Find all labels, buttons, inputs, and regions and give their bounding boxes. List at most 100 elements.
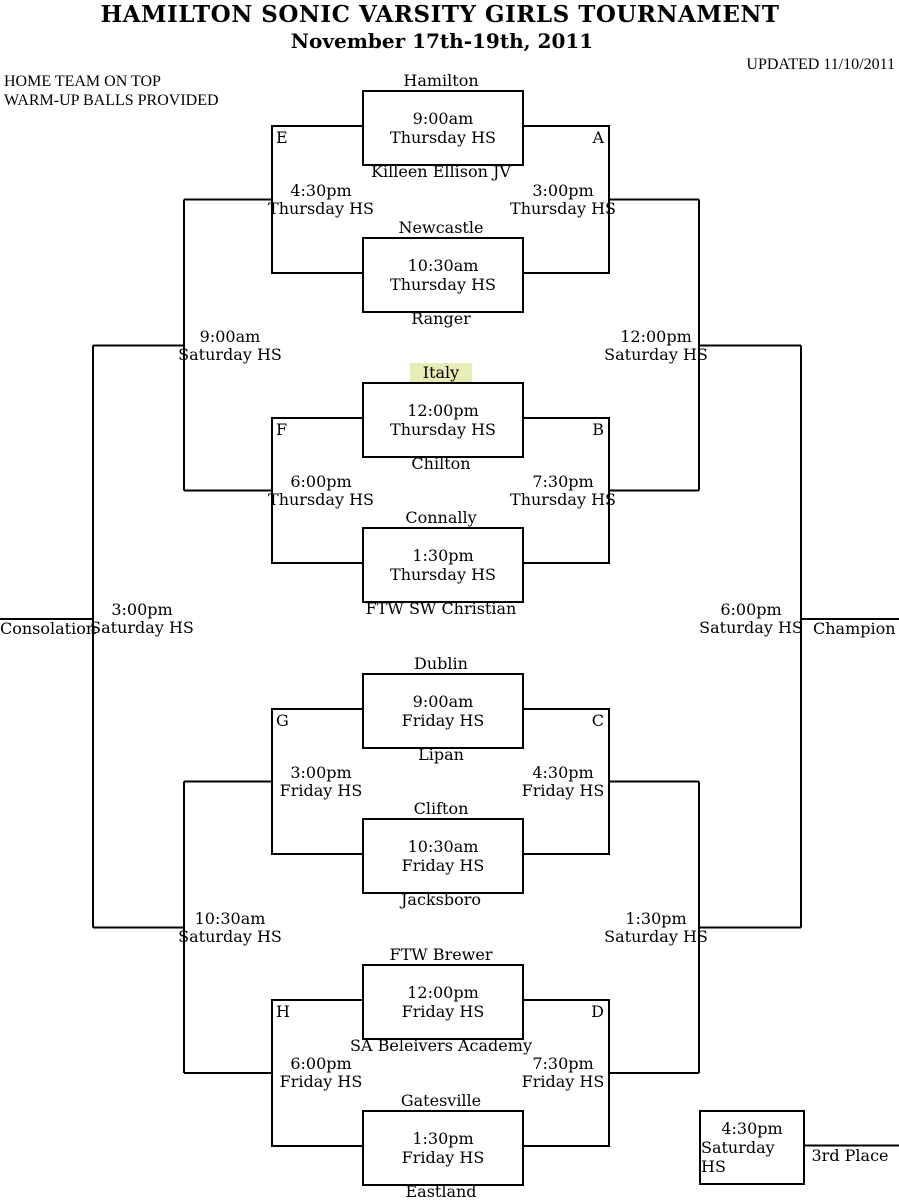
game-time: 1:30pm xyxy=(625,908,687,928)
team-name-text: Gatesville xyxy=(400,1091,482,1110)
team-name-text: Ranger xyxy=(411,309,471,328)
note-home-team: HOME TEAM ON TOP xyxy=(4,73,161,90)
bracket-letter-loser: H xyxy=(276,1002,290,1021)
team-name-home: Hamilton xyxy=(281,72,601,90)
game-time: 3:00pm xyxy=(111,600,173,619)
consolation-label: Consolation xyxy=(0,619,97,638)
team-name-home: Italy xyxy=(281,363,601,382)
game-venue: Thursday HS xyxy=(510,198,616,218)
bracket-letter-loser: E xyxy=(276,128,288,147)
game-venue: Friday HS xyxy=(401,856,485,875)
game-venue: Saturday HS xyxy=(178,926,282,946)
updated-note: UPDATED 11/10/2011 xyxy=(746,56,895,73)
team-name-text: Chilton xyxy=(411,454,471,473)
game-time: 1:30pm xyxy=(412,546,474,565)
game-time: 12:00pm xyxy=(620,326,692,346)
team-name-home: Newcastle xyxy=(281,219,601,237)
team-name-text: Newcastle xyxy=(398,218,484,237)
team-name-text: Clifton xyxy=(413,799,469,818)
game-time: 9:00am xyxy=(199,326,261,346)
bracket-letter-loser: G xyxy=(276,711,289,730)
team-name-text: Hamilton xyxy=(403,71,479,90)
team-name-home: Connally xyxy=(281,509,601,527)
game-venue: Saturday HS xyxy=(604,344,708,364)
game-time: 9:00am xyxy=(412,692,474,711)
team-name-home: Clifton xyxy=(281,800,601,818)
team-name-away: Eastland xyxy=(281,1183,601,1200)
game-time: 10:30am xyxy=(407,256,479,275)
team-name-text: FTW Brewer xyxy=(389,945,493,964)
champion-label: Champion xyxy=(813,619,896,638)
bracket-notes: HOME TEAM ON TOP WARM-UP BALLS PROVIDED xyxy=(4,72,219,110)
team-name-text: SA Beleivers Academy xyxy=(350,1036,532,1055)
game-venue: Friday HS xyxy=(401,1148,485,1167)
game-venue: Friday HS xyxy=(401,1002,485,1021)
game-venue: Friday HS xyxy=(521,1072,605,1091)
game-venue: Saturday HS xyxy=(701,1138,775,1176)
game-time: 4:30pm xyxy=(290,180,352,200)
game-time: 12:00pm xyxy=(407,983,479,1002)
game-time: 10:30am xyxy=(407,837,479,856)
game-time: 3:00pm xyxy=(290,762,352,782)
team-name-away: Killeen Ellison JV xyxy=(281,163,601,181)
game-time: 1:30pm xyxy=(412,1129,474,1148)
team-name-text: Dublin xyxy=(414,654,468,673)
game-venue: Thursday HS xyxy=(390,420,496,439)
game-time: 4:30pm xyxy=(721,1119,783,1138)
bracket-letter-winner: C xyxy=(591,711,604,730)
game-venue: Thursday HS xyxy=(390,275,496,294)
game-time: 12:00pm xyxy=(407,401,479,420)
game-venue: Thursday HS xyxy=(268,198,374,218)
game-venue: Thursday HS xyxy=(510,489,616,509)
team-name-away: Chilton xyxy=(281,455,601,473)
championship-game: 6:00pm Saturday HS xyxy=(699,601,803,637)
game-venue: Friday HS xyxy=(279,1072,363,1091)
team-name-text: Connally xyxy=(405,508,477,527)
bracket-letter-winner: B xyxy=(592,420,604,439)
game-time: 7:30pm xyxy=(532,471,594,491)
game-time: 10:30am xyxy=(194,908,266,928)
team-name-text: FTW SW Christian xyxy=(365,599,517,618)
game-time: 9:00am xyxy=(412,109,474,128)
note-warmup-balls: WARM-UP BALLS PROVIDED xyxy=(4,92,219,109)
team-name-away: Jacksboro xyxy=(281,891,601,909)
team-name-text: Jacksboro xyxy=(401,890,481,909)
game-venue: Friday HS xyxy=(279,780,363,800)
bracket-letter-loser: F xyxy=(276,420,288,439)
game-venue: Saturday HS xyxy=(699,618,803,637)
page-subtitle: November 17th-19th, 2011 xyxy=(290,29,594,53)
game-time: 6:00pm xyxy=(290,1054,352,1073)
game-time: 4:30pm xyxy=(532,762,594,782)
game-venue: Saturday HS xyxy=(604,926,708,946)
third-place-game-box: 4:30pm Saturday HS xyxy=(699,1110,805,1185)
team-name-away: FTW SW Christian xyxy=(281,600,601,618)
game-venue: Friday HS xyxy=(521,780,605,800)
game-time: 7:30pm xyxy=(532,1054,594,1073)
third-place-label: 3rd Place xyxy=(811,1146,889,1165)
game-venue: Thursday HS xyxy=(268,489,374,509)
bracket-letter-winner: A xyxy=(592,128,604,147)
team-name-away: Ranger xyxy=(281,310,601,328)
team-name-text: Lipan xyxy=(418,745,464,764)
team-name-home: Dublin xyxy=(281,655,601,673)
team-name-away: SA Beleivers Academy xyxy=(281,1037,601,1055)
game-venue: Saturday HS xyxy=(90,618,194,637)
